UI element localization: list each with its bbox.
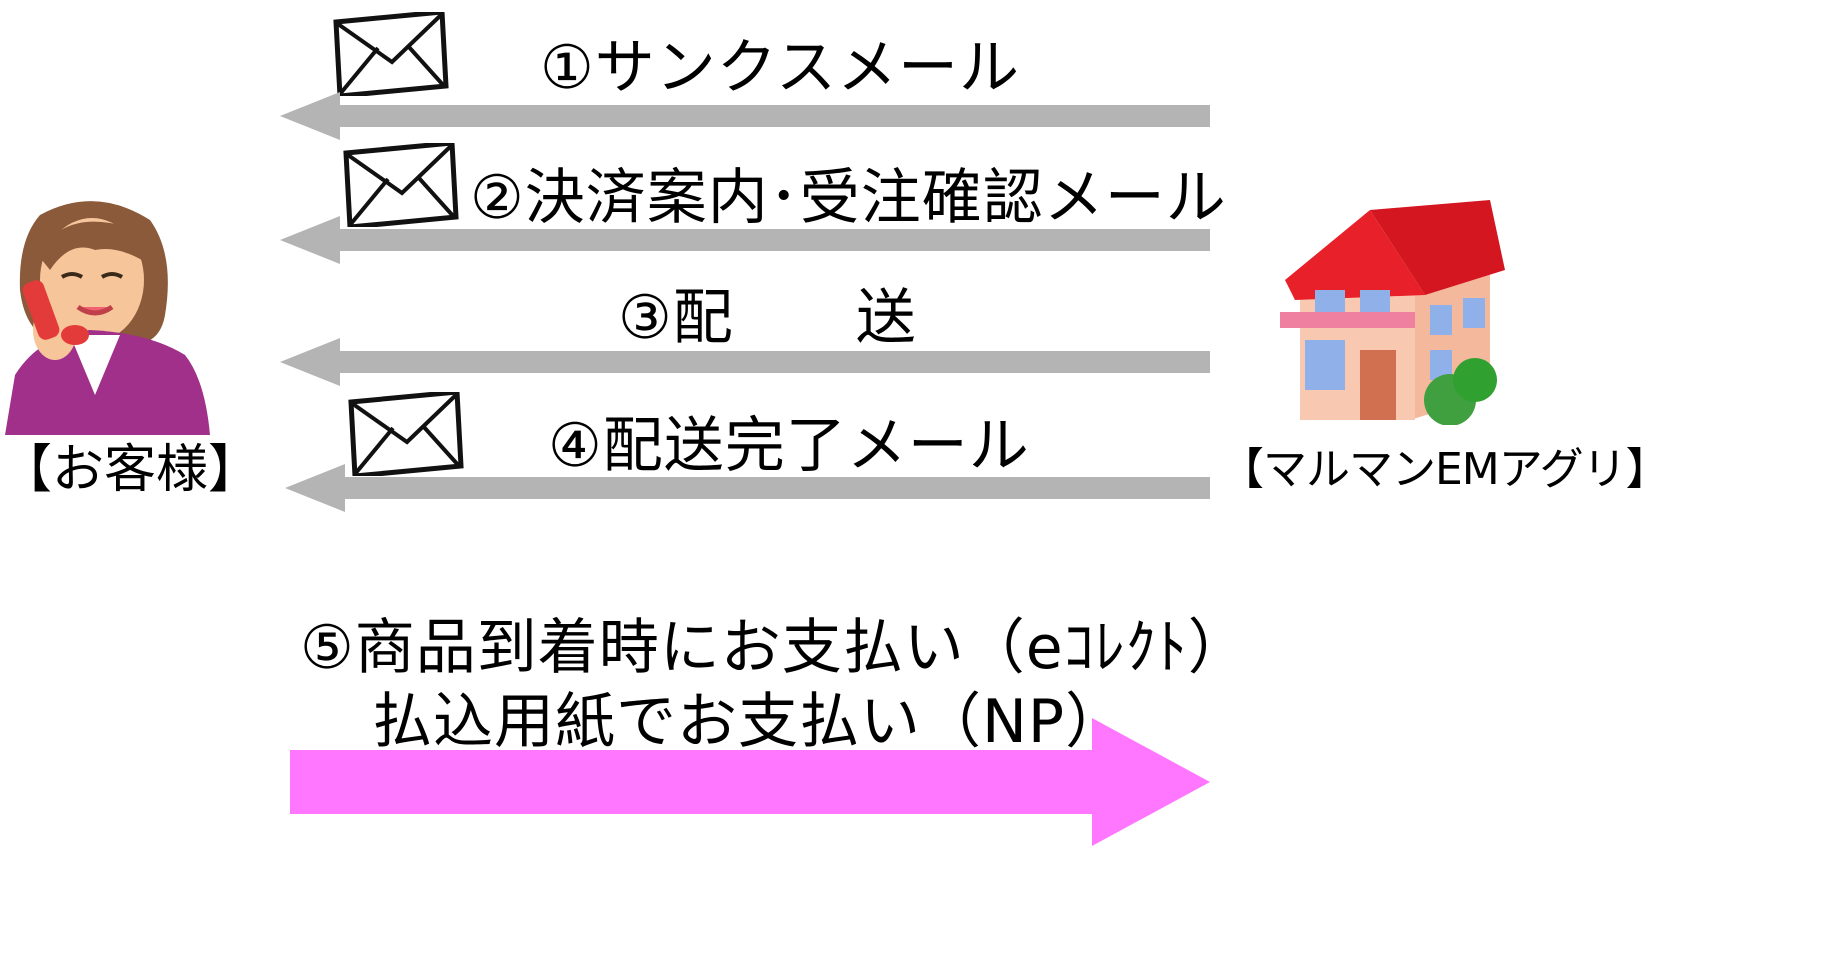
house-icon [1280,200,1505,425]
envelope-icon [343,143,459,227]
envelope-icon [348,392,464,476]
step-3-arrow [280,338,1210,386]
step-4-arrow [285,464,1210,512]
step-3-label: ③配 送 [618,283,917,353]
customer-label: 【お客様】 [0,440,261,500]
step-1-label: ①サンクスメール [540,33,1020,103]
payment-arrow [290,718,1210,846]
envelope-icon [333,12,449,96]
shop-label: 【マルマンEMアグリ】 [1220,444,1670,495]
step-1-arrow [280,92,1210,140]
woman-on-phone-icon [5,201,210,435]
step-2-arrow [280,216,1210,264]
payment-line-2: 払込用紙でお支払い（NP） [372,687,1127,757]
payment-line-1: ⑤商品到着時にお支払い（eｺﾚｸﾄ） [300,613,1249,683]
step-4-label: ④配送完了メール [548,411,1030,481]
step-2-label: ②決済案内･受注確認メール [470,163,1227,233]
